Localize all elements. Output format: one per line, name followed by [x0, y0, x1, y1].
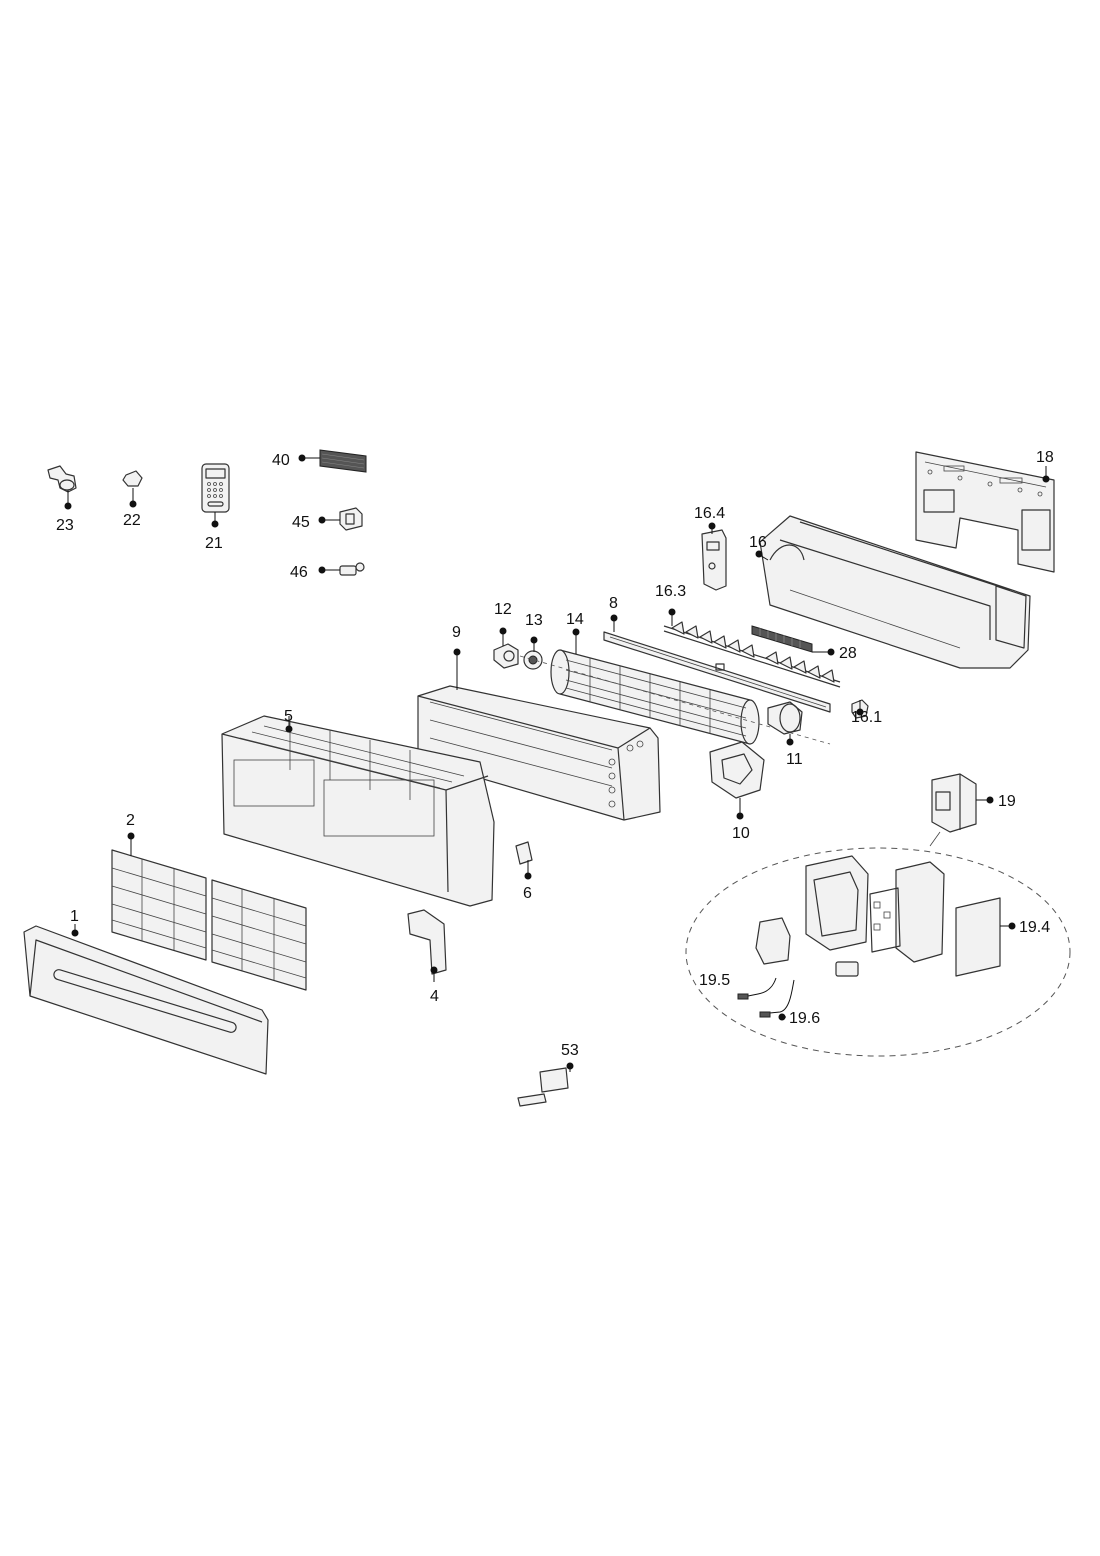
part-8-horizontal-louver: [603, 631, 831, 713]
label-19: 19: [998, 793, 1016, 810]
part-5-front-frame: [221, 715, 495, 907]
label-19-4: 19.4: [1019, 919, 1050, 936]
part-23-drain-elbow: [47, 465, 77, 493]
label-22: 22: [123, 512, 141, 529]
label-18: 18: [1036, 449, 1054, 466]
leader-dots: [64, 454, 1050, 1070]
label-19-6: 19.6: [789, 1010, 820, 1027]
part-21-remote-controller: [201, 463, 230, 513]
part-10-bracket: [709, 741, 765, 799]
part-19-detail-components: [755, 855, 945, 977]
label-5: 5: [284, 708, 293, 725]
part-11-fan-motor: [767, 701, 803, 735]
part-18-mounting-plate: [915, 451, 1055, 573]
label-6: 6: [523, 885, 532, 902]
label-11: 11: [786, 751, 803, 768]
part-12-bearing-holder: [493, 643, 519, 669]
part-labels: 23 22 21 40 45 46 18 16.4 16 16.3 8 14 1…: [56, 449, 1054, 1059]
label-4: 4: [430, 988, 439, 1005]
label-53: 53: [561, 1042, 579, 1059]
label-8: 8: [609, 595, 618, 612]
part-40-insulation-strip: [319, 449, 367, 473]
part-14-cross-flow-fan: [550, 649, 760, 745]
label-1: 1: [70, 908, 79, 925]
part-16-4-box-cover: [701, 529, 727, 591]
label-14: 14: [566, 611, 584, 628]
label-16-3: 16.3: [655, 583, 686, 600]
label-46: 46: [290, 564, 308, 581]
label-21: 21: [205, 535, 223, 552]
part-22-nut: [122, 470, 143, 487]
label-13: 13: [525, 612, 543, 629]
part-6-display-board: [515, 841, 533, 865]
label-10: 10: [732, 825, 750, 842]
part-16-chassis: [759, 515, 1031, 669]
label-23: 23: [56, 517, 74, 534]
part-16-3-vertical-louvers: [663, 621, 841, 688]
label-2: 2: [126, 812, 135, 829]
part-46-connector: [339, 562, 365, 576]
label-40: 40: [272, 452, 290, 469]
label-45: 45: [292, 514, 310, 531]
label-28: 28: [839, 645, 857, 662]
part-19-control-box: [931, 773, 977, 833]
fan-axis-line: [519, 655, 831, 745]
label-12: 12: [494, 601, 512, 618]
part-1-front-panel: [23, 925, 269, 1075]
part-28-drain-hose: [751, 625, 813, 653]
part-53-plate: [517, 1067, 569, 1107]
label-16: 16: [749, 534, 767, 551]
label-16-1: 16.1: [851, 709, 882, 726]
control-box-detail-connector: [929, 831, 941, 847]
label-19-5: 19.5: [699, 972, 730, 989]
part-19-6-sensor-wire: [759, 979, 795, 1018]
part-19-5-sensor-wire: [737, 977, 777, 1000]
part-45-clamp: [339, 507, 363, 531]
label-9: 9: [452, 624, 461, 641]
part-9-evaporator: [417, 685, 661, 821]
part-4-pipe-cover: [407, 909, 447, 975]
part-13-bearing: [523, 650, 543, 670]
part-2-air-filters: [111, 849, 307, 991]
part-19-4-cover-plate: [955, 897, 1001, 977]
label-16-4: 16.4: [694, 505, 725, 522]
control-box-detail-ellipse: [685, 847, 1071, 1057]
